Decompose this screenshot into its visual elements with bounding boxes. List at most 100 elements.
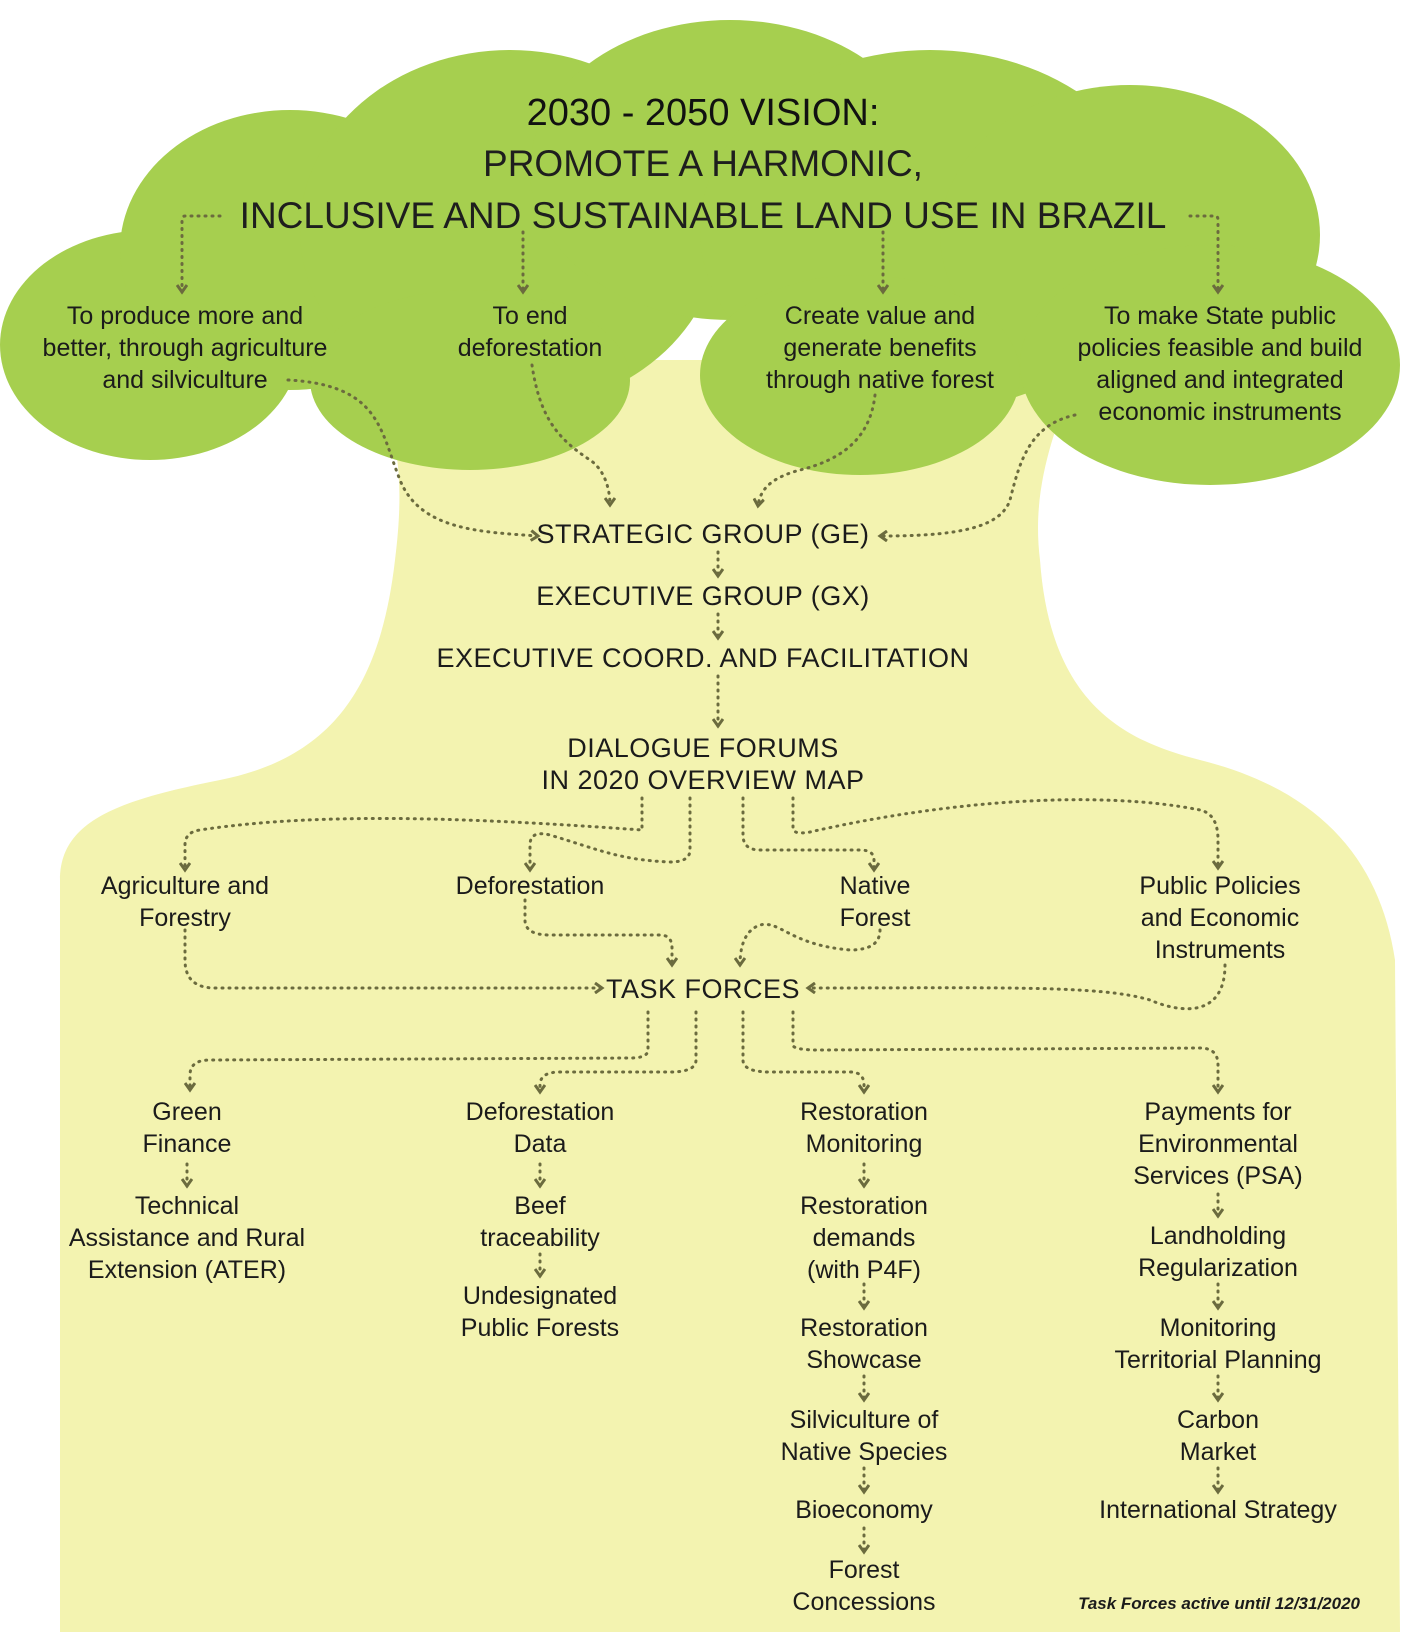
- tf-green-finance: Green Finance: [77, 1096, 297, 1160]
- vision-line-1: PROMOTE A HARMONIC,: [483, 143, 923, 184]
- tf-green-finance-line-2: Finance: [142, 1130, 232, 1158]
- tf-carbon-market: Carbon Market: [1098, 1404, 1338, 1468]
- footnote: Task Forces active until 12/31/2020: [1078, 1594, 1360, 1613]
- dialogue-forums-line-2: IN 2020 OVERVIEW MAP: [541, 765, 865, 795]
- goal-native-forest-line-3: through native forest: [766, 366, 994, 394]
- goal-native-forest-line-1: Create value and: [784, 302, 976, 330]
- arrow-forums-policy: [791, 796, 1218, 868]
- tree-trunk: [60, 360, 1400, 1632]
- arrow-defor-ge: [530, 363, 610, 505]
- goal-agriculture-line-2: better, through agriculture: [42, 334, 328, 362]
- tf-rest-demands-line-1: Restoration: [800, 1192, 928, 1220]
- tf-restoration-showcase: Restoration Showcase: [754, 1312, 974, 1376]
- tf-silviculture-line-1: Silviculture of: [789, 1406, 939, 1434]
- forum-native-line-1: Native: [839, 872, 911, 900]
- tf-carbon-line-2: Market: [1179, 1438, 1257, 1466]
- vision-line-2: INCLUSIVE AND SUSTAINABLE LAND USE IN BR…: [239, 195, 1167, 236]
- goal-deforestation: To end deforestation: [420, 300, 640, 364]
- arrow-policy-tf: [808, 963, 1227, 1011]
- tf-ater-line-1: Technical: [134, 1192, 240, 1220]
- tf-rest-showcase-line-1: Restoration: [800, 1314, 928, 1342]
- arrow-agri-tf: [183, 928, 602, 988]
- arrow-vision-state: [1188, 214, 1218, 292]
- tf-psa-line-3: Services (PSA): [1133, 1162, 1303, 1190]
- strategic-group: STRATEGIC GROUP (GE): [536, 519, 870, 549]
- arrow-tf-col3: [741, 1010, 864, 1092]
- tf-forest-concessions: Forest Concessions: [754, 1554, 974, 1618]
- executive-coordination: EXECUTIVE COORD. AND FACILITATION: [436, 643, 970, 673]
- tf-restoration-demands: Restoration demands (with P4F): [754, 1190, 974, 1286]
- tf-rest-showcase-line-2: Showcase: [806, 1346, 922, 1374]
- tf-international-strategy: International Strategy: [1078, 1494, 1358, 1526]
- tf-bioeconomy: Bioeconomy: [754, 1494, 974, 1526]
- goal-state-policies-line-2: policies feasible and build: [1077, 334, 1363, 362]
- tf-concessions-line-1: Forest: [828, 1556, 900, 1584]
- forum-deforestation-line-1: Deforestation: [455, 872, 605, 900]
- tf-territorial-line-2: Territorial Planning: [1114, 1346, 1322, 1374]
- executive-group: EXECUTIVE GROUP (GX): [536, 581, 870, 611]
- tf-rest-monitoring-line-1: Restoration: [800, 1098, 928, 1126]
- goal-state-policies-line-4: economic instruments: [1098, 398, 1342, 426]
- tf-deforestation-data-line-1: Deforestation: [465, 1098, 615, 1126]
- task-forces-label: TASK FORCES: [605, 974, 801, 1004]
- arrow-vision-agri: [182, 214, 222, 292]
- tf-landholding-line-1: Landholding: [1149, 1222, 1287, 1250]
- tf-territorial-planning: Monitoring Territorial Planning: [1088, 1312, 1348, 1376]
- forum-policy-line-1: Public Policies: [1139, 872, 1301, 900]
- dialogue-forums: DIALOGUE FORUMS IN 2020 OVERVIEW MAP: [453, 732, 953, 796]
- goal-state-policies-line-3: aligned and integrated: [1096, 366, 1344, 394]
- arrow-forums-defor: [530, 796, 692, 870]
- tree-canopy: [0, 20, 1400, 485]
- goal-state-policies: To make State public policies feasible a…: [1055, 300, 1385, 428]
- tf-rest-demands-line-2: demands: [812, 1224, 916, 1252]
- tf-ater-line-2: Assistance and Rural: [68, 1224, 306, 1252]
- arrow-native-tf: [740, 922, 882, 965]
- tf-ater-line-3: Extension (ATER): [87, 1256, 287, 1284]
- goal-agriculture-line-3: and silviculture: [102, 366, 268, 394]
- forum-agriculture-line-1: Agriculture and: [100, 872, 270, 900]
- forum-deforestation: Deforestation: [430, 870, 630, 902]
- tf-rest-monitoring-line-2: Monitoring: [805, 1130, 923, 1158]
- goal-agriculture: To produce more and better, through agri…: [20, 300, 350, 396]
- forum-policy-line-2: and Economic: [1140, 904, 1300, 932]
- tf-beef-line-2: traceability: [480, 1224, 600, 1252]
- tf-international-line-1: International Strategy: [1099, 1496, 1337, 1524]
- tf-silviculture-line-2: Native Species: [780, 1438, 948, 1466]
- arrow-native-ge: [758, 393, 877, 506]
- goal-native-forest: Create value and generate benefits throu…: [740, 300, 1020, 396]
- tf-psa-line-2: Environmental: [1138, 1130, 1298, 1158]
- tf-undesignated-line-2: Public Forests: [460, 1314, 620, 1342]
- tf-rest-demands-line-3: (with P4F): [807, 1256, 921, 1284]
- tf-psa: Payments for Environmental Services (PSA…: [1098, 1096, 1338, 1192]
- arrow-tf-col2: [540, 1010, 698, 1092]
- tf-landholding: Landholding Regularization: [1098, 1220, 1338, 1284]
- goal-deforestation-line-2: deforestation: [457, 334, 603, 362]
- arrow-forums-native: [741, 796, 874, 870]
- forum-policy-line-3: Instruments: [1154, 936, 1286, 964]
- connectors: [182, 214, 1227, 1552]
- forum-public-policies: Public Policies and Economic Instruments: [1100, 870, 1340, 966]
- forum-native-line-2: Forest: [839, 904, 911, 932]
- tf-green-finance-line-1: Green: [152, 1098, 222, 1126]
- tf-undesignated-line-1: Undesignated: [462, 1282, 618, 1310]
- forum-native-forest: Native Forest: [800, 870, 950, 934]
- tf-undesignated-forests: Undesignated Public Forests: [420, 1280, 660, 1344]
- tf-deforestation-data: Deforestation Data: [430, 1096, 650, 1160]
- tf-concessions-line-2: Concessions: [792, 1588, 936, 1616]
- tf-psa-line-1: Payments for: [1144, 1098, 1292, 1126]
- vision-heading: 2030 - 2050 VISION:: [526, 92, 880, 134]
- tf-silviculture-native: Silviculture of Native Species: [744, 1404, 984, 1468]
- dialogue-forums-line-1: DIALOGUE FORUMS: [567, 733, 839, 763]
- tf-beef-traceability: Beef traceability: [430, 1190, 650, 1254]
- tf-ater: Technical Assistance and Rural Extension…: [37, 1190, 337, 1286]
- arrow-state-ge: [880, 413, 1077, 536]
- tf-landholding-line-2: Regularization: [1138, 1254, 1298, 1282]
- arrow-tf-col1: [190, 1010, 650, 1090]
- arrow-agri-ge: [286, 378, 538, 536]
- tf-deforestation-data-line-2: Data: [513, 1130, 567, 1158]
- tf-restoration-monitoring: Restoration Monitoring: [754, 1096, 974, 1160]
- forum-agriculture-line-2: Forestry: [139, 904, 231, 932]
- tf-territorial-line-1: Monitoring: [1159, 1314, 1277, 1342]
- tf-carbon-line-1: Carbon: [1177, 1406, 1259, 1434]
